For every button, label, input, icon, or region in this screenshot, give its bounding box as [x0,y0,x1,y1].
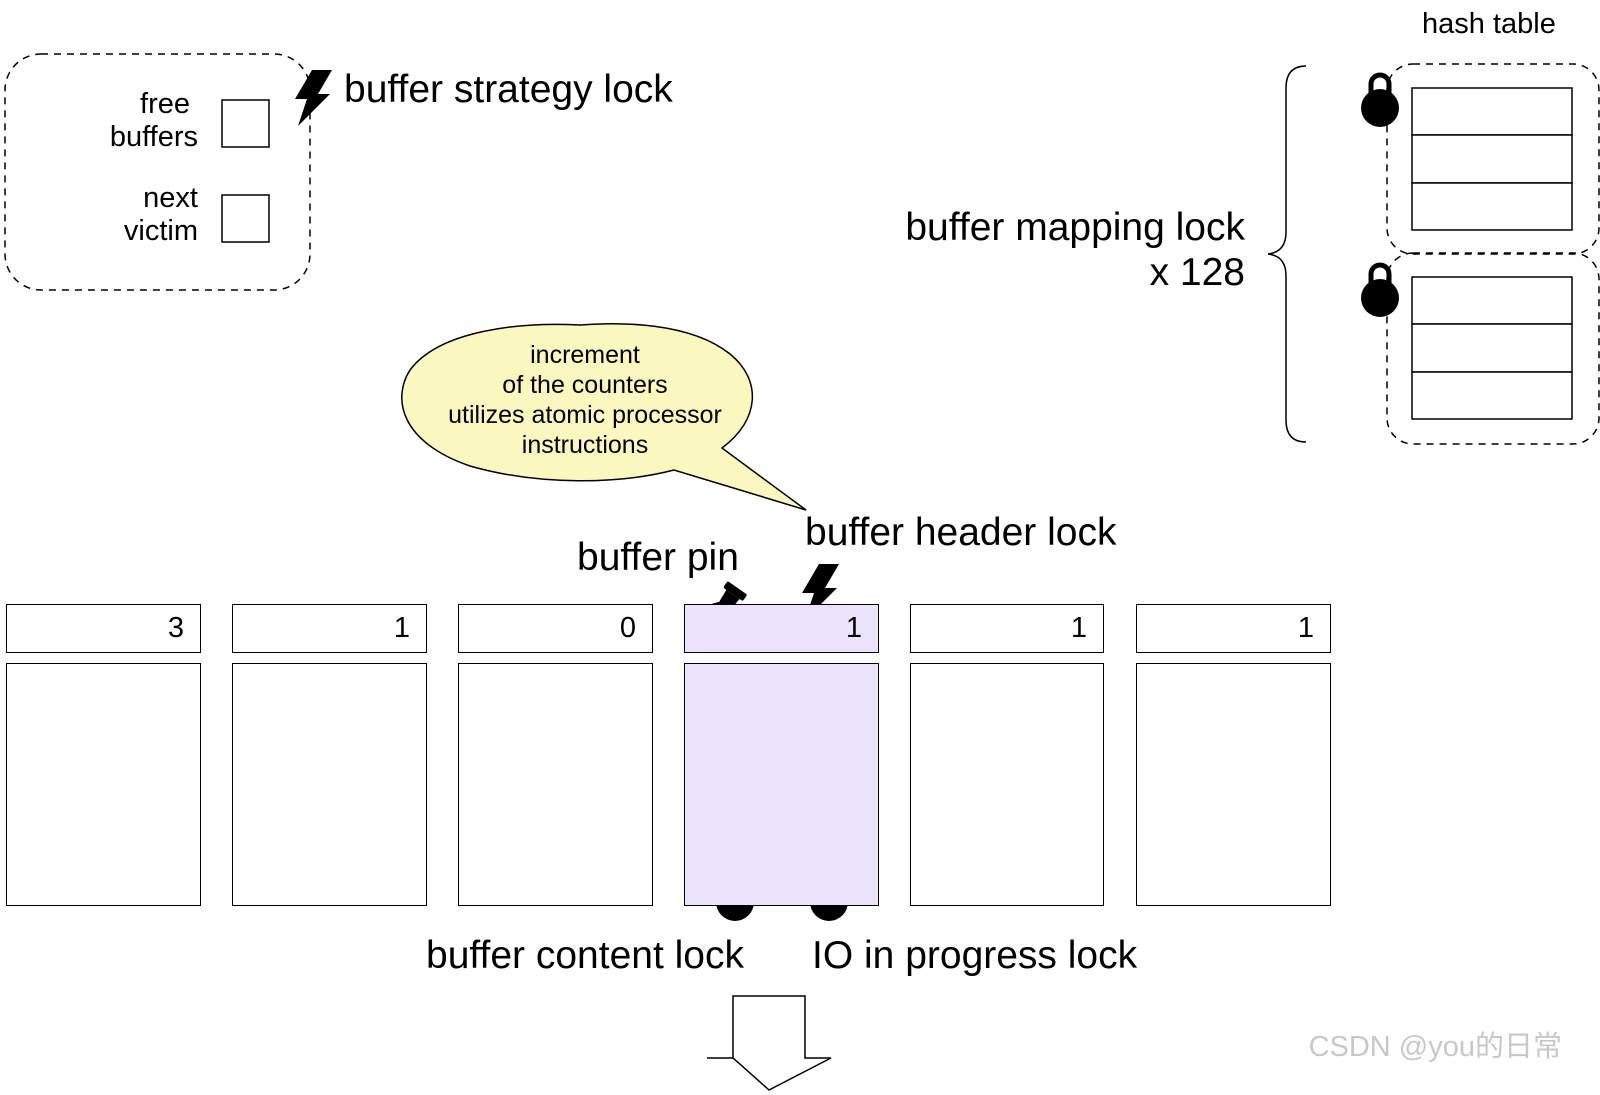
buffer-counter: 0 [458,604,653,653]
hash-partition-border [1386,63,1600,255]
buffer-page [232,663,427,906]
buffer-mapping-lock-label: buffer mapping lock x 128 [880,206,1245,296]
buffer-content-lock-label: buffer content lock [426,934,744,977]
hash-partition-border [1386,252,1600,445]
buffer-counter: 1 [232,604,427,653]
buffer-counter: 1 [1136,604,1331,653]
padlock-icon [1361,262,1399,317]
callout-text: increment of the counters utilizes atomi… [420,340,750,460]
buffer-page [910,663,1104,906]
next-victim-box [221,194,270,243]
buffer-mapping-lock-line2: x 128 [1149,250,1245,294]
buffer-page [6,663,201,906]
lightning-icon [295,70,332,126]
curly-brace [1267,65,1307,443]
callout-bubble [401,323,807,511]
callout-line2: of the counters [502,371,668,399]
hash-bucket [1411,134,1573,184]
buffer-header-lock-label: buffer header lock [805,511,1117,554]
callout-line3: utilizes atomic processor [448,401,722,429]
buffer-page [458,663,653,906]
callout-line1: increment [530,341,640,369]
buffer-counter: 1 [910,604,1104,653]
padlock-icon [1361,72,1399,127]
free-buffers-label-line1: free [140,88,190,120]
buffer-counter: 3 [6,604,201,653]
buffer-pin-label: buffer pin [577,536,739,579]
buffer-counter-pinned: 1 [684,604,879,653]
next-victim-label: next victim [96,182,198,249]
strategy-group-border [4,53,311,291]
hash-table-title: hash table [1422,8,1556,40]
free-buffers-label: free buffers [96,88,198,155]
free-buffers-label-line2: buffers [109,121,198,154]
next-victim-label-line1: next [143,182,198,214]
next-victim-label-line2: victim [123,215,198,248]
down-arrow-icon [707,995,832,1091]
io-in-progress-lock-label: IO in progress lock [812,934,1138,977]
buffer-page [1136,663,1331,906]
free-buffers-box [221,99,270,148]
hash-bucket [1411,323,1573,373]
hash-bucket [1411,276,1573,325]
watermark: CSDN @you的日常 [1308,1031,1562,1063]
buffer-mapping-lock-line1: buffer mapping lock [905,206,1245,249]
buffer-page-pinned [684,663,879,906]
callout-line4: instructions [521,431,649,459]
hash-bucket [1411,371,1573,420]
hash-bucket [1411,182,1573,231]
hash-bucket [1411,87,1573,136]
buffer-strategy-lock-label: buffer strategy lock [344,68,673,111]
